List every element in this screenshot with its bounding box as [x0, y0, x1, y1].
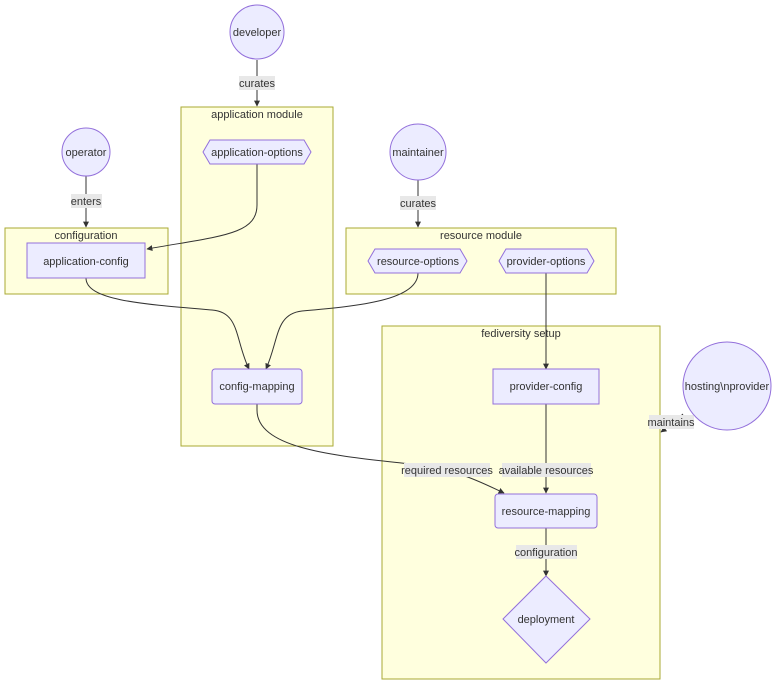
- edge-config-mapping-to-resource-mapping: [256, 404, 505, 494]
- svg-text:application-config: application-config: [43, 256, 129, 268]
- edge-application-config-to-config-mapping: [85, 277, 250, 370]
- edge-label-curates-res: curates: [400, 196, 437, 210]
- node-application-config[interactable]: application-config: [26, 242, 146, 279]
- svg-text:required resources: required resources: [401, 465, 493, 477]
- svg-text:available resources: available resources: [499, 465, 594, 477]
- svg-text:application-options: application-options: [211, 147, 303, 159]
- group-title-application-module: application module: [211, 109, 303, 121]
- group-title-resource-module: resource module: [440, 230, 522, 242]
- node-resource-options[interactable]: resource-options: [367, 248, 468, 274]
- svg-text:developer: developer: [233, 27, 282, 39]
- group-title-configuration: configuration: [55, 230, 118, 242]
- node-config-mapping[interactable]: config-mapping: [211, 368, 303, 405]
- node-provider-config[interactable]: provider-config: [492, 368, 600, 405]
- svg-text:enters: enters: [71, 196, 102, 208]
- edge-label-maintains: maintains: [647, 415, 695, 429]
- node-operator[interactable]: operator: [61, 127, 111, 177]
- edge-label-curates-app: curates: [239, 76, 276, 90]
- group-title-fediversity-setup: fediversity setup: [481, 328, 560, 340]
- svg-text:config-mapping: config-mapping: [219, 381, 294, 393]
- svg-text:curates: curates: [239, 78, 276, 90]
- svg-text:resource-options: resource-options: [377, 256, 459, 268]
- node-deployment[interactable]: deployment: [502, 575, 591, 664]
- edge-label-configuration: configuration: [515, 545, 578, 559]
- svg-text:maintainer: maintainer: [392, 147, 444, 159]
- svg-text:curates: curates: [400, 198, 437, 210]
- edge-application-options-to-application-config: [146, 164, 258, 252]
- node-hosting-provider[interactable]: hosting\nprovider: [682, 341, 772, 431]
- edge-resource-options-to-config-mapping: [265, 272, 419, 370]
- node-resource-mapping[interactable]: resource-mapping: [494, 493, 598, 529]
- svg-text:operator: operator: [66, 147, 107, 159]
- svg-text:resource-mapping: resource-mapping: [502, 506, 591, 518]
- edge-label-enters: enters: [71, 194, 102, 208]
- svg-text:hosting\nprovider: hosting\nprovider: [685, 381, 770, 393]
- node-application-options[interactable]: application-options: [202, 139, 312, 165]
- svg-text:maintains: maintains: [647, 417, 695, 429]
- node-provider-options[interactable]: provider-options: [498, 248, 595, 274]
- node-developer[interactable]: developer: [229, 4, 285, 60]
- svg-text:configuration: configuration: [515, 547, 578, 559]
- svg-text:provider-config: provider-config: [510, 381, 583, 393]
- node-maintainer[interactable]: maintainer: [389, 123, 447, 181]
- svg-text:deployment: deployment: [518, 614, 575, 626]
- edge-label-required-resources: required resources: [401, 463, 493, 477]
- svg-text:provider-options: provider-options: [507, 256, 586, 268]
- edge-label-available-resources: available resources: [499, 463, 594, 477]
